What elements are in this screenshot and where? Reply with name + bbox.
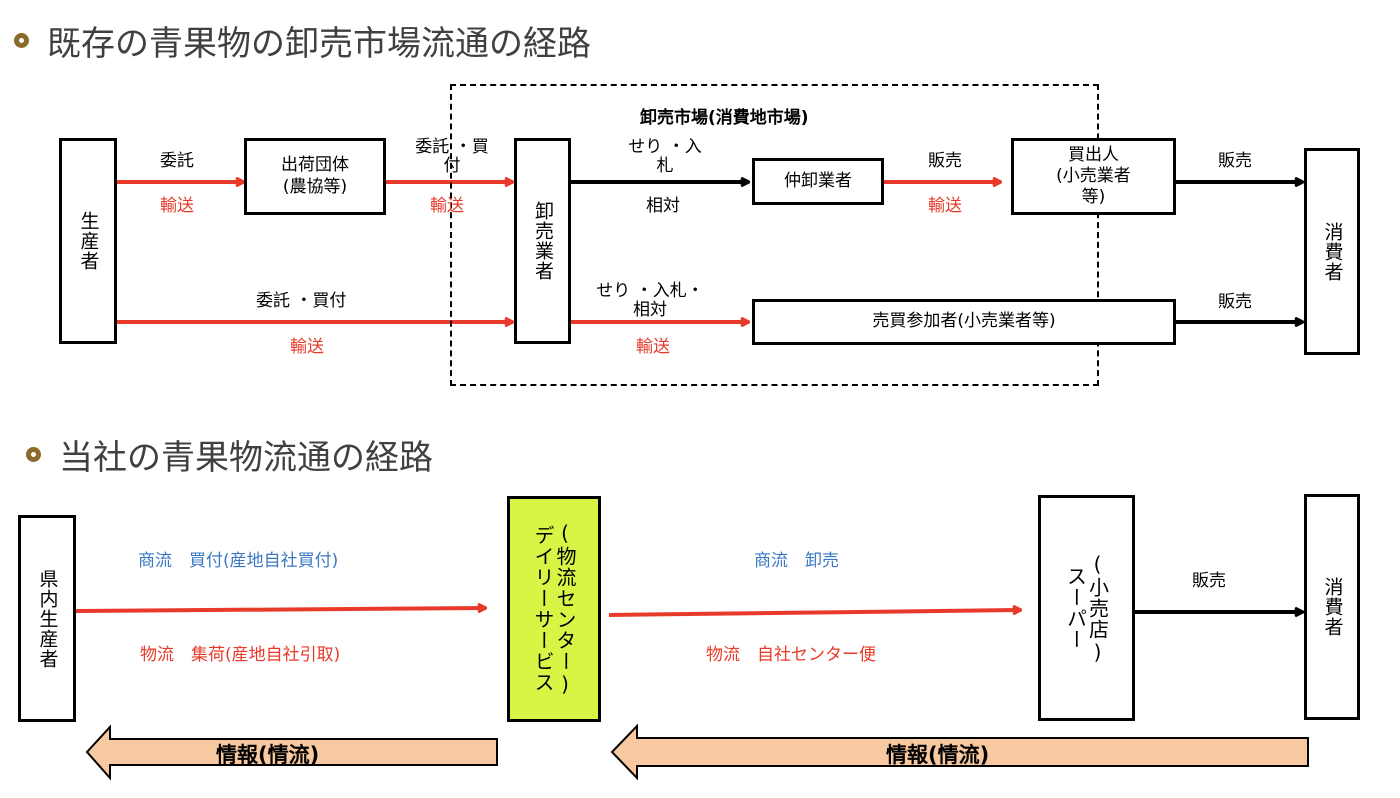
supermarket-label: スーパー <box>1063 566 1088 650</box>
label-transport-2: 輸送 <box>430 196 464 216</box>
label-logistics-right: 物流 自社センター便 <box>706 645 876 665</box>
bullet-icon <box>26 447 41 462</box>
label-commerce-left: 商流 買付(産地自社買付) <box>138 551 339 571</box>
market-title: 卸売市場(消費地市場) <box>640 108 809 128</box>
local-producer-box: 県内生産者 <box>18 515 76 722</box>
wholesale-market-frame <box>450 84 1099 386</box>
producer-label: 生産者 <box>77 211 100 271</box>
label-consign-1: 委託 <box>160 151 194 171</box>
auction-participant-box: 売買参加者(小売業者等) <box>752 299 1176 345</box>
section1-heading: 既存の青果物の卸売市場流通の経路 <box>14 16 591 65</box>
shipping-group-box: 出荷団体 (農協等) <box>244 138 386 215</box>
arrow-local-producer-to-daily <box>75 608 485 611</box>
label-sale-4: 販売 <box>1192 571 1226 591</box>
info-arrow-right <box>610 723 1309 781</box>
label-auction-1: せり ・入 札 <box>628 137 702 176</box>
label-consign-buy-1: 委託 ・買 付 <box>415 137 489 176</box>
label-sale-2: 販売 <box>1218 151 1252 171</box>
daily-service-box: デイリーサービス (物流センター) <box>507 496 601 722</box>
section1-heading-text: 既存の青果物の卸売市場流通の経路 <box>47 24 591 64</box>
supermarket-box: スーパー (小売店) <box>1038 495 1135 721</box>
intermediate-wholesaler-box: 仲卸業者 <box>752 158 884 205</box>
consumer-box-2: 消費者 <box>1304 494 1360 720</box>
bullet-icon <box>14 33 29 48</box>
label-auction-2: せり ・入札・ 相対 <box>596 281 704 320</box>
label-transport-1: 輸送 <box>160 196 194 216</box>
daily-service-label: デイリーサービス <box>531 525 555 693</box>
local-producer-label: 県内生産者 <box>36 568 59 669</box>
label-commerce-right: 商流 卸売 <box>754 551 839 571</box>
label-transport-3: 輸送 <box>928 196 962 216</box>
info-arrow-left <box>85 724 498 781</box>
buyer-box: 買出人 (小売業者 等) <box>1011 138 1176 215</box>
info-flow-label-right: 情報(情流) <box>886 743 990 767</box>
consumer-label-1: 消費者 <box>1321 221 1344 282</box>
label-sale-1: 販売 <box>928 151 962 171</box>
wholesaler-box: 卸売業者 <box>514 138 571 344</box>
label-logistics-left: 物流 集荷(産地自社引取) <box>140 645 341 665</box>
label-transport-5: 輸送 <box>636 337 670 357</box>
label-transport-4: 輸送 <box>290 337 324 357</box>
consumer-label-2: 消費者 <box>1321 577 1344 637</box>
section2-heading-text: 当社の青果物流通の経路 <box>59 438 433 478</box>
daily-service-sub-label: (物流センター) <box>553 521 577 697</box>
section2-heading: 当社の青果物流通の経路 <box>26 430 433 479</box>
producer-box: 生産者 <box>59 138 117 344</box>
supermarket-sub-label: (小売店) <box>1085 551 1110 665</box>
info-flow-label-left: 情報(情流) <box>216 743 320 767</box>
wholesaler-label: 卸売業者 <box>531 201 554 281</box>
consumer-box-1: 消費者 <box>1304 148 1360 355</box>
arrow-daily-to-supermarket <box>608 610 1020 617</box>
label-consign-buy-2: 委託 ・買付 <box>256 291 347 311</box>
label-negotiated: 相対 <box>646 196 680 216</box>
label-sale-3: 販売 <box>1218 292 1252 312</box>
